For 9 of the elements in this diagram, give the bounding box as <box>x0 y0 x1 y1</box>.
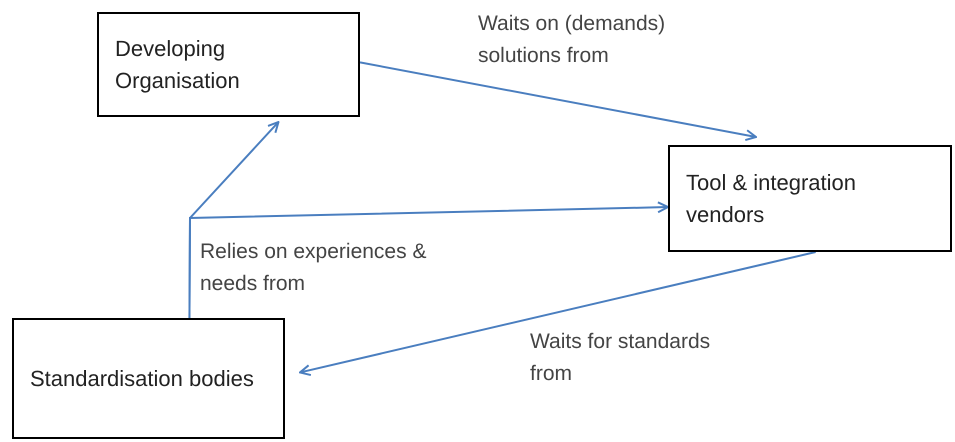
arrow <box>188 201 669 318</box>
box-label: Developing Organisation <box>115 34 241 95</box>
arrow <box>360 61 758 142</box>
process-box <box>12 318 285 439</box>
box-label: Standardisation bodies <box>30 364 255 393</box>
process-box <box>668 145 952 252</box>
box-label: Tool & integration vendors <box>686 168 857 228</box>
arrow <box>299 251 816 376</box>
process-box <box>97 12 360 117</box>
